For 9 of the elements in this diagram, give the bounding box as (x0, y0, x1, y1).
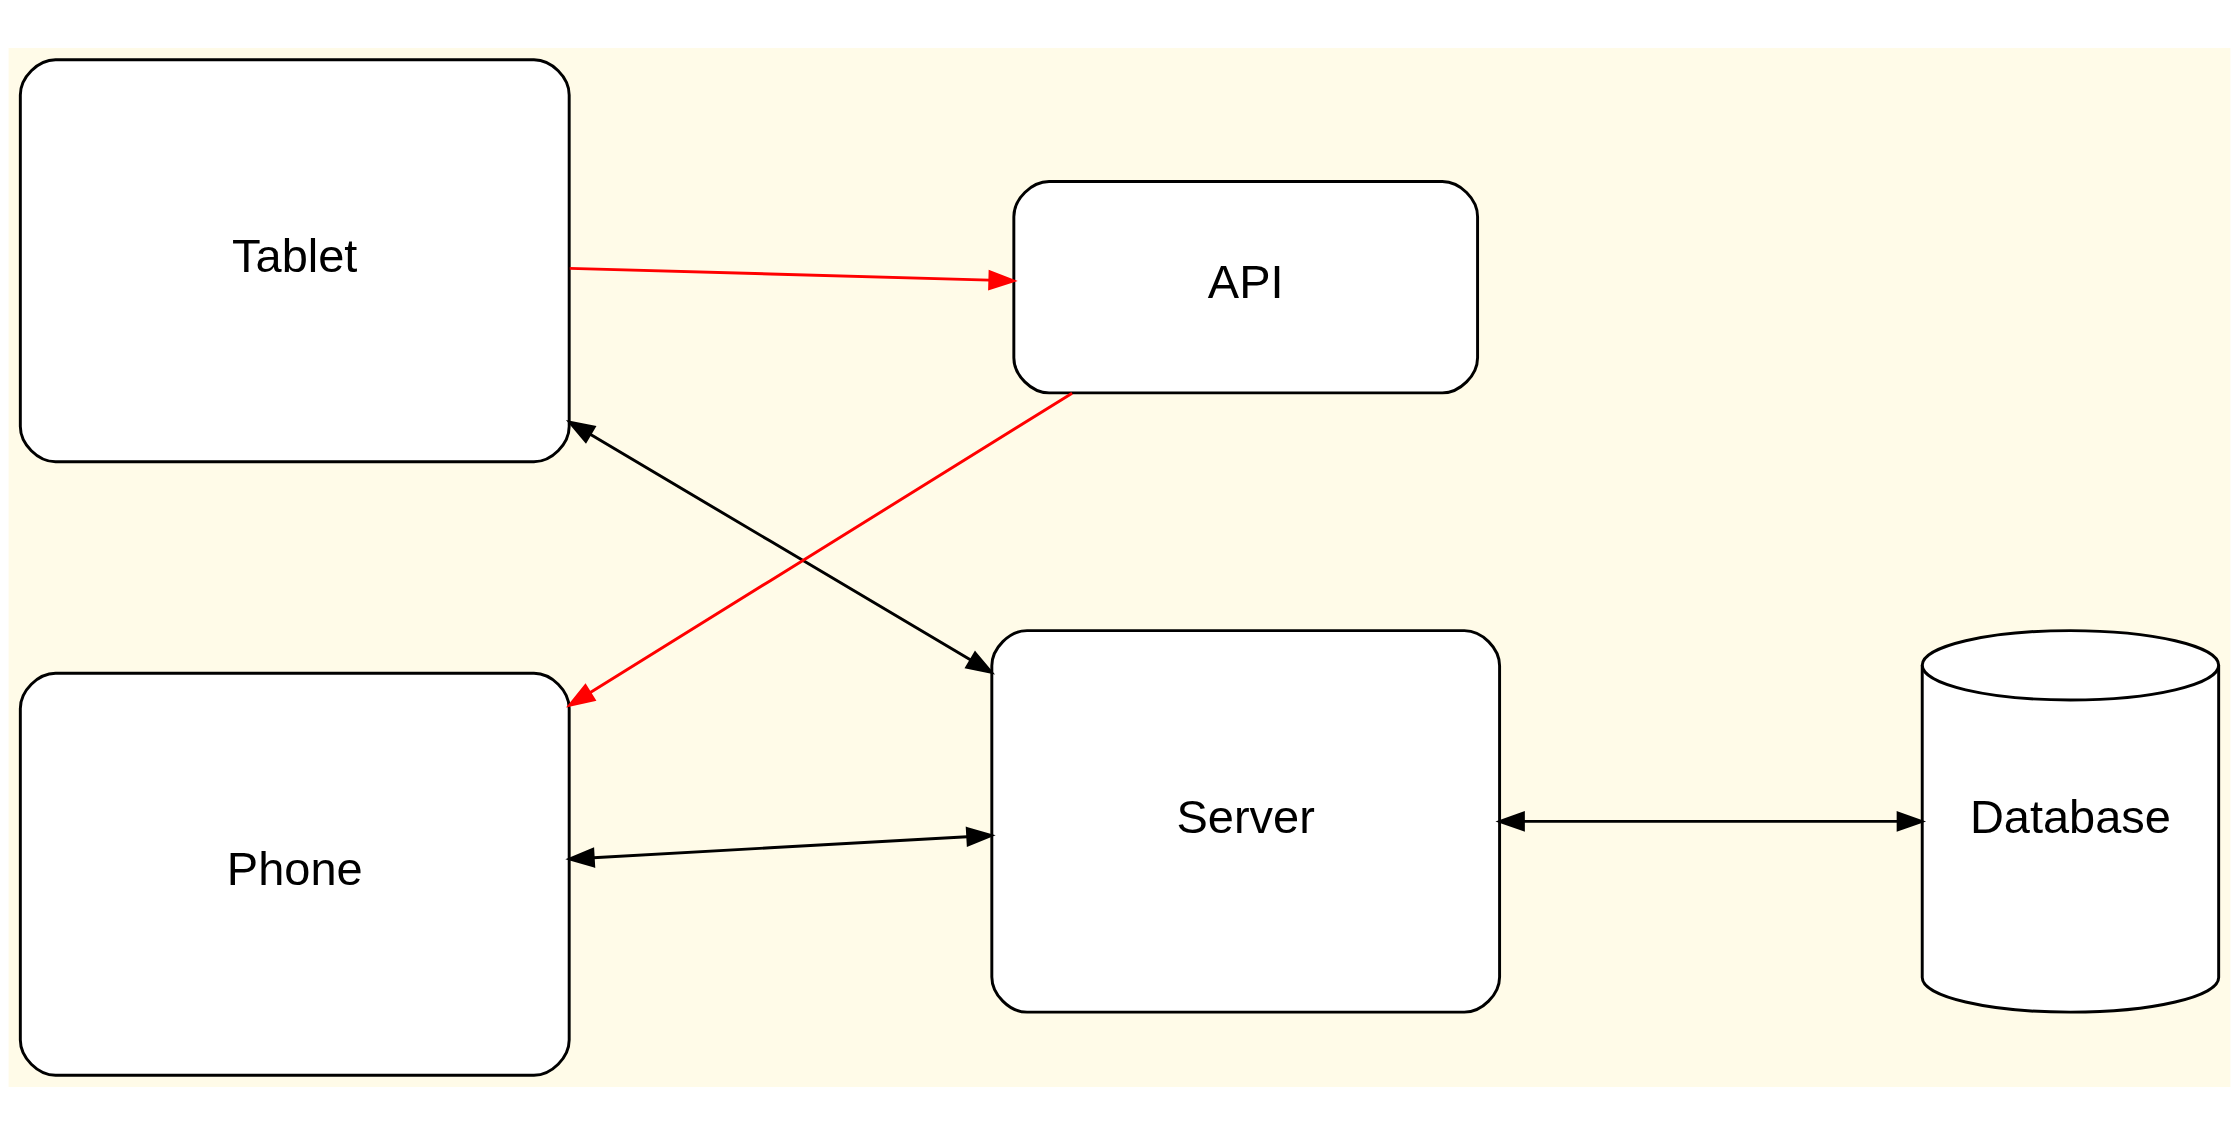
node-box: Phone (18, 671, 571, 1077)
arrow (569, 266, 1018, 291)
arrow (1495, 811, 1927, 832)
arrow (566, 391, 1073, 708)
arrow (565, 826, 996, 868)
node-box: Server (990, 629, 1502, 1014)
node-box: Tablet (18, 58, 571, 464)
node-box: API (1012, 180, 1480, 395)
arrow (565, 419, 996, 675)
